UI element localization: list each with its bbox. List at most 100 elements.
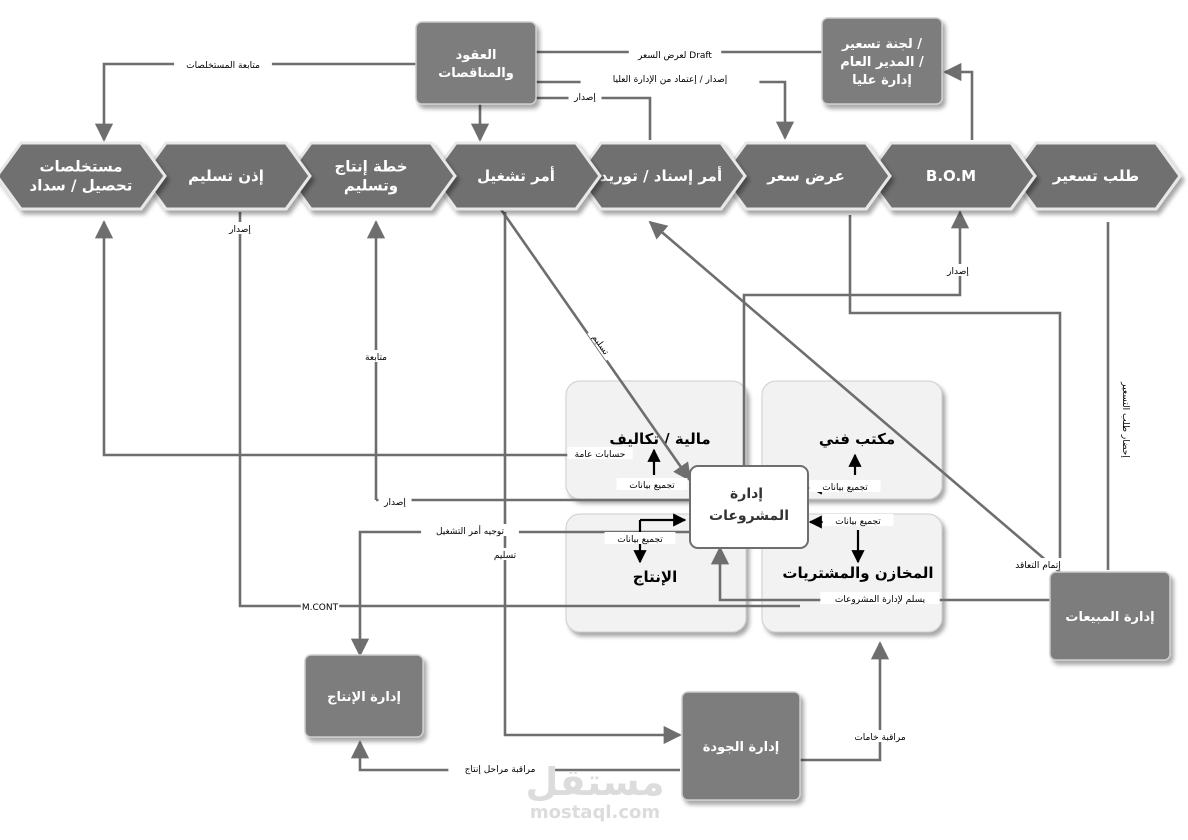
edge-label-text: تسليم	[494, 551, 517, 561]
chevron-shape	[285, 141, 457, 211]
center-line-1: إدارة	[730, 486, 763, 502]
process-step-label: خطة إنتاج	[334, 158, 407, 176]
process-step-label: وتسليم	[344, 177, 398, 195]
production-label: الإنتاج	[633, 568, 678, 586]
process-step-label: مستخلصات	[39, 158, 122, 176]
label-mcont: M.CONT	[300, 600, 340, 613]
box-label: العقود	[456, 48, 497, 63]
label-handover-projects: يسلم لإدارة المشروعات	[820, 592, 940, 605]
watermark-arabic: مستقل	[526, 760, 665, 804]
edge-label-text: متابعة	[365, 353, 387, 363]
edge-label-text: لعرض السعر Draft	[637, 51, 712, 61]
edge-label-text: إحضار طلب التسعير	[1120, 381, 1130, 458]
label-gather-data: تجميع بيانات	[809, 480, 881, 493]
process-step-label: تحصيل / سداد	[30, 177, 133, 195]
process-step-bom: B.O.M	[865, 141, 1037, 211]
label-follow: متابعة	[356, 350, 396, 363]
process-step-label: أمر تشغيل	[477, 166, 555, 185]
edge-label-text: M.CONT	[302, 603, 339, 613]
process-step-price-offer: عرض سعر	[720, 141, 892, 211]
box-label: والمناقصات	[438, 66, 514, 81]
edge-label-text: إصدار	[946, 267, 969, 277]
connectors	[94, 50, 1110, 772]
technical-label: مكتب فني	[819, 430, 895, 448]
process-step-price-request: طلب تسعير	[1010, 141, 1182, 211]
edge-contract-done	[648, 220, 1063, 575]
edge-labels: لعرض السعر Draft متابعة المستخلصات إصدار /…	[174, 48, 1133, 775]
edge-quality-stores	[800, 641, 890, 762]
label-gather-data: تجميع بيانات	[822, 514, 894, 527]
edge-bom-committee	[943, 62, 974, 140]
label-draft: لعرض السعر Draft	[628, 48, 722, 61]
box-label: إدارة المبيعات	[1065, 610, 1154, 625]
edge-handover	[710, 546, 1050, 602]
edge-label-text: تجميع بيانات	[835, 517, 881, 527]
label-issue: إصدار	[378, 495, 412, 508]
label-gather-data: تجميع بيانات	[616, 478, 688, 491]
edge-label-text: حسابات عامة	[575, 450, 626, 460]
center-box: إدارة المشروعات	[689, 465, 809, 549]
box-label: إدارة عليا	[852, 73, 912, 88]
edge-offer-sales	[848, 215, 1062, 570]
production-mgmt-box: إدارة الإنتاج	[304, 654, 424, 738]
label-deliver: تسليم	[488, 548, 522, 561]
process-step-label: B.O.M	[926, 167, 976, 185]
chevron-shape	[1010, 141, 1182, 211]
edge-issue-work	[470, 96, 652, 142]
label-issue-approve: إصدار / إعتماد من الإدارة العليا	[580, 72, 760, 85]
process-step-delivery-permit: إذن تسليم	[140, 141, 312, 211]
center-line-2: المشروعات	[709, 508, 789, 524]
label-deliver: تسليم	[587, 326, 617, 361]
edge-label-text: تجميع بيانات	[822, 483, 868, 493]
edge-work-quality	[503, 212, 682, 745]
process-step-label: إذن تسليم	[188, 167, 264, 185]
edge-accounts	[94, 220, 570, 457]
box-label: لجنة تسعير /	[841, 37, 922, 52]
quality-box: إدارة الجودة	[681, 691, 801, 801]
edge-issue-approve	[518, 80, 795, 140]
edge-label-text: إتمام التعاقد	[1015, 561, 1060, 571]
edge-label-text: مراقبة خامات	[854, 733, 906, 743]
process-step-label: عرض سعر	[766, 167, 845, 185]
contracts-box: العقود والمناقصات	[415, 21, 537, 105]
process-step-supply-order: أمر إسناد / توريد	[575, 141, 747, 211]
label-monitor-materials: مراقبة خامات	[844, 730, 916, 743]
label-monitor-stages: مراقبة مراحل إنتاج	[448, 762, 552, 775]
chevron-shape	[140, 141, 312, 211]
process-step-work-order: أمر تشغيل	[430, 141, 602, 211]
edge-label-text: مراقبة مراحل إنتاج	[465, 765, 536, 775]
department-boxes: العقود والمناقصات لجنة تسعير / المدير العام…	[304, 17, 1171, 801]
edge-follow-invoices	[94, 62, 416, 142]
label-issue: إصدار	[941, 264, 975, 277]
edge-label-text: متابعة المستخلصات	[186, 61, 260, 71]
label-direct-work-order: توجيه أمر التشغيل	[421, 524, 519, 537]
edge-label-text: إصدار	[383, 498, 406, 508]
edge-center-bom	[742, 210, 970, 465]
label-contract-done: إتمام التعاقد	[999, 558, 1077, 571]
edge-label-text: توجيه أمر التشغيل	[436, 525, 505, 537]
chevron-shape	[865, 141, 1037, 211]
chevron-shape	[0, 141, 167, 211]
process-chain: طلب تسعير B.O.M عرض سعر أمر إسناد / توريد أم…	[0, 141, 1182, 211]
chevron-shape	[430, 141, 602, 211]
edge-direct-order	[350, 530, 690, 657]
sales-box: إدارة المبيعات	[1049, 571, 1171, 661]
chevron-shape	[575, 141, 747, 211]
edge-label-text: تجميع بيانات	[629, 481, 675, 491]
box-label: إدارة الإنتاج	[327, 690, 401, 705]
edge-label-text: إصدار	[228, 225, 251, 235]
process-step-label: أمر إسناد / توريد	[600, 166, 722, 185]
process-step-label: طلب تسعير	[1052, 167, 1139, 185]
label-issue: إصدار	[223, 222, 257, 235]
edge-label-text: إصدار	[573, 93, 596, 103]
watermark: مستقل mostaql.com	[526, 760, 665, 823]
label-gather-data: تجميع بيانات	[604, 532, 676, 545]
stores-label: المخازن والمشتريات	[782, 564, 933, 582]
departments-quadrants: مالية / تكاليف مكتب فني الإنتاج المخازن …	[565, 380, 943, 633]
edge-label-text: يسلم لإدارة المشروعات	[835, 595, 926, 605]
box-label: المدير العام /	[840, 55, 924, 70]
label-follow-invoices: متابعة المستخلصات	[174, 58, 272, 71]
edge-label-text: تجميع بيانات	[617, 535, 663, 545]
